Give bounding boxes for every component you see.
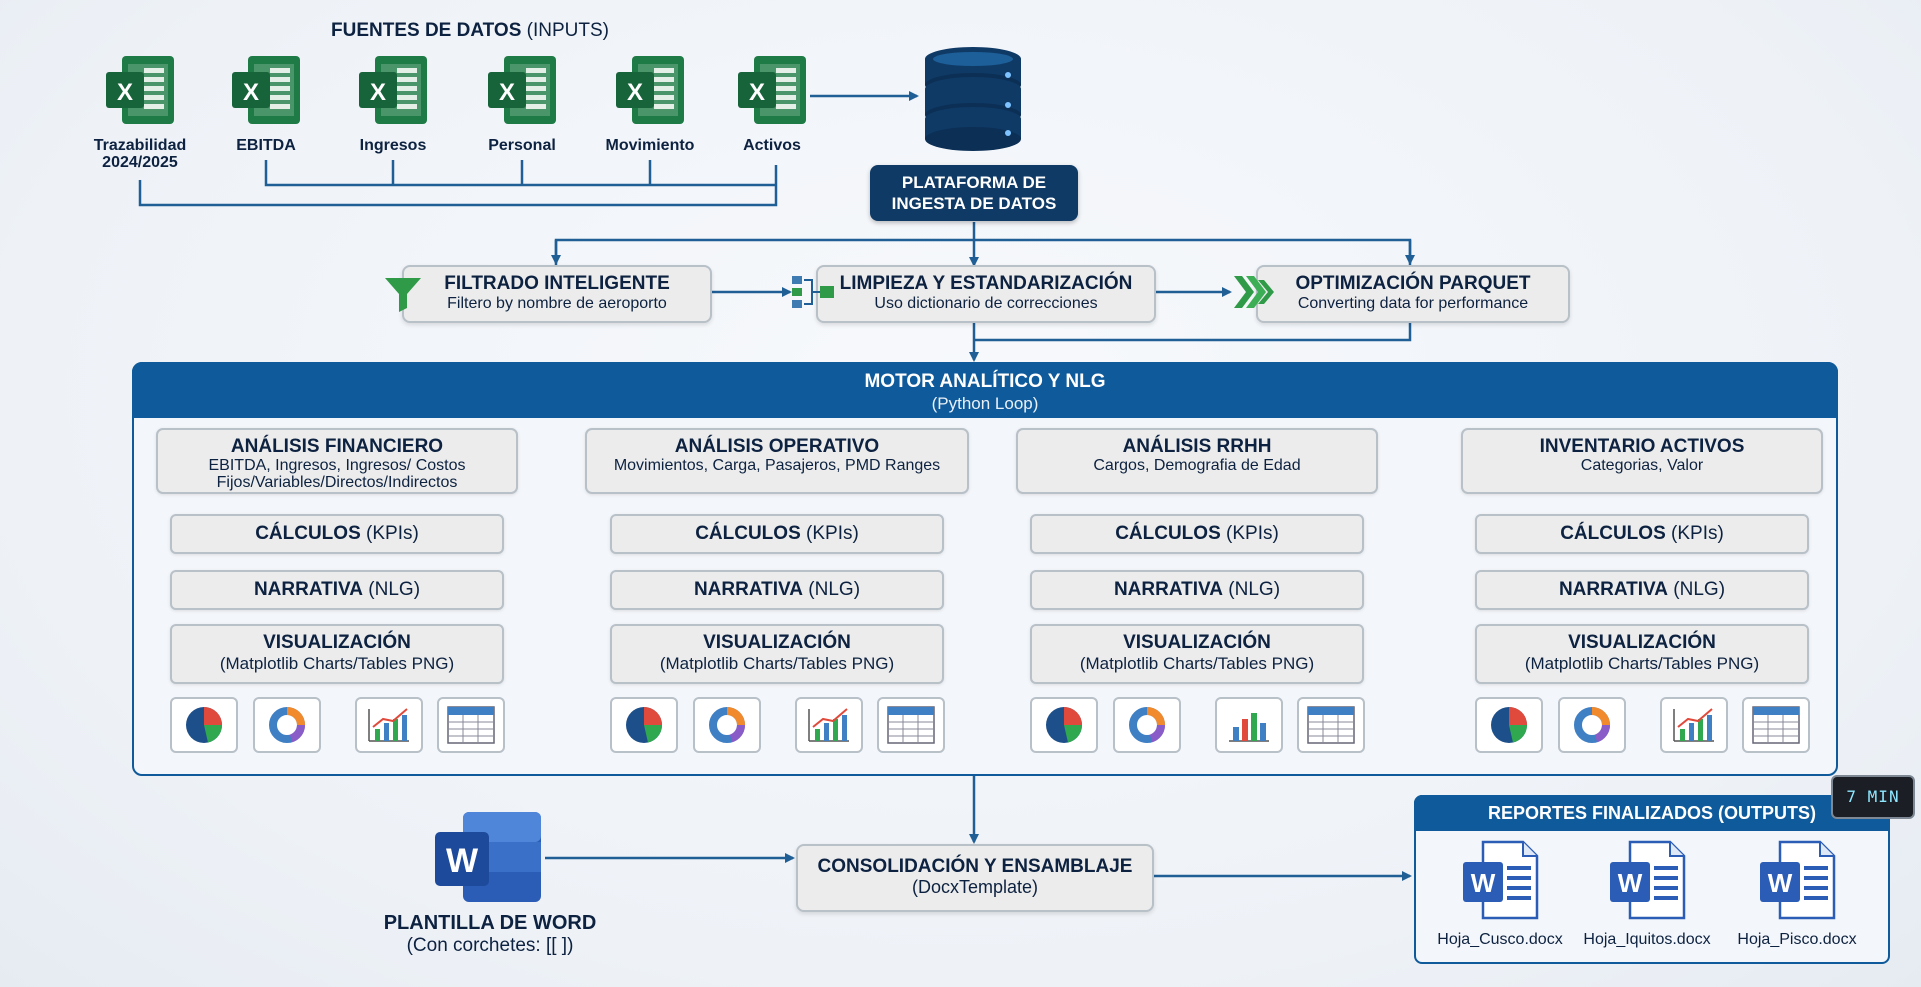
excel-icon: X: [712, 52, 832, 133]
pie-chart-icon: [170, 697, 238, 753]
svg-text:W: W: [1618, 868, 1643, 898]
svg-text:X: X: [243, 79, 259, 106]
output-file-label: Hoja_Iquitos.docx: [1583, 931, 1711, 948]
word-document-icon: W: [1722, 840, 1872, 925]
excel-icon: X: [333, 52, 453, 133]
narrative-step: NARRATIVA (NLG): [1030, 570, 1364, 610]
narrative-step: NARRATIVA (NLG): [610, 570, 944, 610]
output-file-label: Hoja_Pisco.docx: [1737, 931, 1857, 948]
output-file-1: W Hoja_Cusco.docx: [1425, 840, 1575, 949]
input-file-3: X Ingresos: [333, 52, 453, 154]
excel-icon: X: [80, 52, 200, 133]
table-icon: [437, 697, 505, 753]
word-template: PLANTILLA DE WORD (Con corchetes: [[ ]): [383, 912, 597, 956]
cleaning-icon: [790, 270, 836, 319]
database-icon: [918, 45, 1028, 153]
input-file-1: X Trazabilidad 2024/2025: [80, 52, 200, 171]
narrative-step: NARRATIVA (NLG): [1475, 570, 1809, 610]
calc-step: CÁLCULOS (KPIs): [1030, 514, 1364, 554]
pie-chart-icon: [1475, 697, 1543, 753]
svg-text:X: X: [749, 79, 765, 106]
calc-step: CÁLCULOS (KPIs): [610, 514, 944, 554]
word-icon: W: [433, 810, 545, 911]
word-document-icon: W: [1425, 840, 1575, 925]
narrative-step: NARRATIVA (NLG): [170, 570, 504, 610]
svg-text:W: W: [446, 842, 479, 880]
svg-text:X: X: [370, 79, 386, 106]
output-file-3: W Hoja_Pisco.docx: [1722, 840, 1872, 949]
svg-text:X: X: [627, 79, 643, 106]
input-file-6: X Activos: [712, 52, 832, 154]
bar-line-chart-icon: [1660, 697, 1728, 753]
donut-chart-icon: [1558, 697, 1626, 753]
input-file-label: EBITDA: [236, 137, 296, 154]
donut-chart-icon: [253, 697, 321, 753]
donut-chart-icon: [693, 697, 761, 753]
input-file-label: Ingresos: [359, 137, 427, 154]
excel-icon: X: [462, 52, 582, 133]
consolidation-stage: CONSOLIDACIÓN Y ENSAMBLAJE (DocxTemplate…: [796, 844, 1154, 912]
funnel-icon: [383, 274, 423, 319]
input-file-label: Activos: [743, 137, 801, 154]
input-file-label: Trazabilidad 2024/2025: [93, 137, 187, 171]
analytics-engine-header: MOTOR ANALÍTICO Y NLG (Python Loop): [132, 362, 1838, 418]
calc-step: CÁLCULOS (KPIs): [170, 514, 504, 554]
pie-chart-icon: [1030, 697, 1098, 753]
input-file-label: Movimiento: [605, 137, 695, 154]
excel-icon: X: [590, 52, 710, 133]
input-file-4: X Personal: [462, 52, 582, 154]
input-file-5: X Movimiento: [590, 52, 710, 154]
visualization-step: VISUALIZACIÓN(Matplotlib Charts/Tables P…: [610, 624, 944, 684]
table-icon: [1742, 697, 1810, 753]
calc-step: CÁLCULOS (KPIs): [1475, 514, 1809, 554]
svg-text:X: X: [117, 79, 133, 106]
table-icon: [1297, 697, 1365, 753]
table-icon: [877, 697, 945, 753]
output-file-2: W Hoja_Iquitos.docx: [1572, 840, 1722, 949]
bar-line-chart-icon: [1215, 697, 1283, 753]
input-file-label: Personal: [488, 137, 556, 154]
visualization-step: VISUALIZACIÓN(Matplotlib Charts/Tables P…: [1475, 624, 1809, 684]
bar-line-chart-icon: [795, 697, 863, 753]
input-file-2: X EBITDA: [206, 52, 326, 154]
excel-icon: X: [206, 52, 326, 133]
ingestion-platform: PLATAFORMA DE INGESTA DE DATOS: [870, 165, 1078, 221]
bar-line-chart-icon: [355, 697, 423, 753]
output-file-label: Hoja_Cusco.docx: [1437, 931, 1563, 948]
inputs-title: FUENTES DE DATOS (INPUTS): [331, 20, 609, 41]
svg-text:W: W: [1471, 868, 1496, 898]
visualization-step: VISUALIZACIÓN(Matplotlib Charts/Tables P…: [170, 624, 504, 684]
visualization-step: VISUALIZACIÓN(Matplotlib Charts/Tables P…: [1030, 624, 1364, 684]
donut-chart-icon: [1113, 697, 1181, 753]
duration-badge: 7 MIN: [1831, 775, 1915, 819]
pie-chart-icon: [610, 697, 678, 753]
svg-text:X: X: [499, 79, 515, 106]
word-document-icon: W: [1572, 840, 1722, 925]
svg-text:W: W: [1768, 868, 1793, 898]
outputs-header: REPORTES FINALIZADOS (OUTPUTS): [1414, 795, 1890, 831]
parquet-arrows-icon: [1232, 272, 1276, 317]
